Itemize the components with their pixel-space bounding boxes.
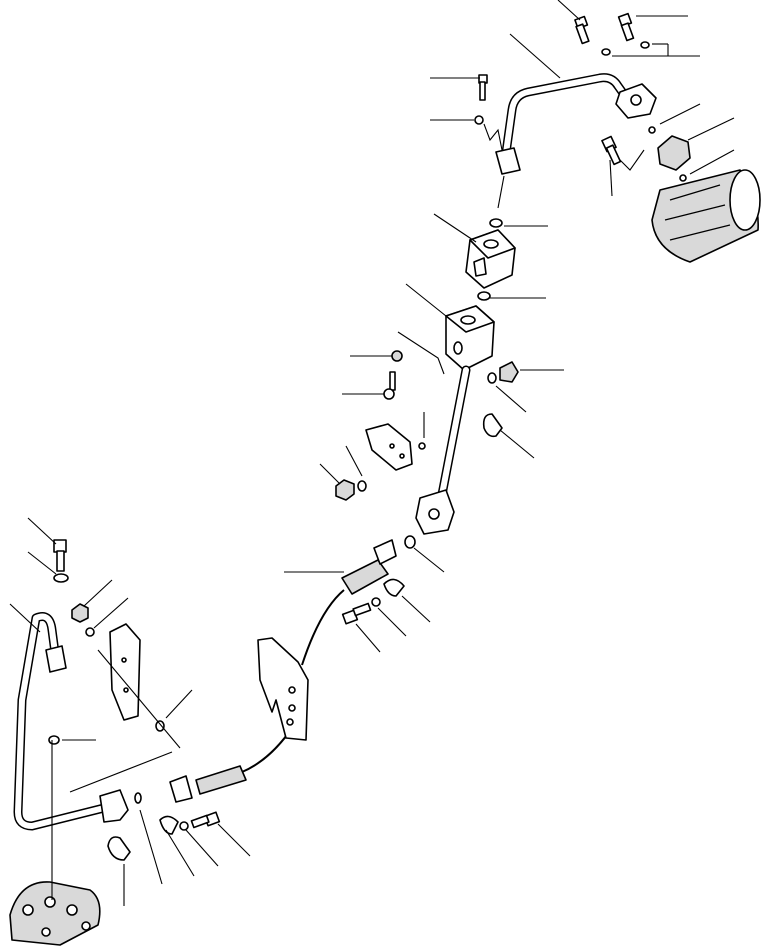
top-washers [601,41,650,56]
motor-flange [648,126,691,182]
top-bolt-left [574,15,590,45]
hose-bolt-upper [341,602,372,625]
bracket-mid [365,423,426,471]
oring-middle [477,291,491,301]
lower-u-clip [107,836,131,861]
oring-upper [489,218,503,228]
elbow-fitting [487,361,519,384]
valve-block-lower [445,305,495,371]
valve-block-upper [465,229,516,289]
vertical-pipe [415,365,471,535]
upper-small-bolt [474,74,488,125]
block-bolt [383,371,396,400]
lower-pipe [13,612,142,831]
hose-clamp-upper [371,578,405,607]
block-nut [391,350,403,362]
leader-lines [9,0,735,906]
hose-bolt-lower [190,811,221,829]
u-clip [482,413,503,438]
lower-nut-washer [71,603,95,637]
nut-washer-mid [335,479,367,501]
pump-body [9,881,101,946]
lower-bracket [109,623,165,732]
hydraulic-motor [651,169,761,263]
hose-fitting-upper [341,535,416,595]
hose-clamp-lower [159,815,189,835]
upper-pipe [495,73,657,175]
flange-bolt [601,135,622,166]
lower-bolt [53,539,69,583]
hose-fitting-lower [169,765,247,803]
hose-bracket [257,637,309,741]
top-bolt-right [617,12,635,42]
